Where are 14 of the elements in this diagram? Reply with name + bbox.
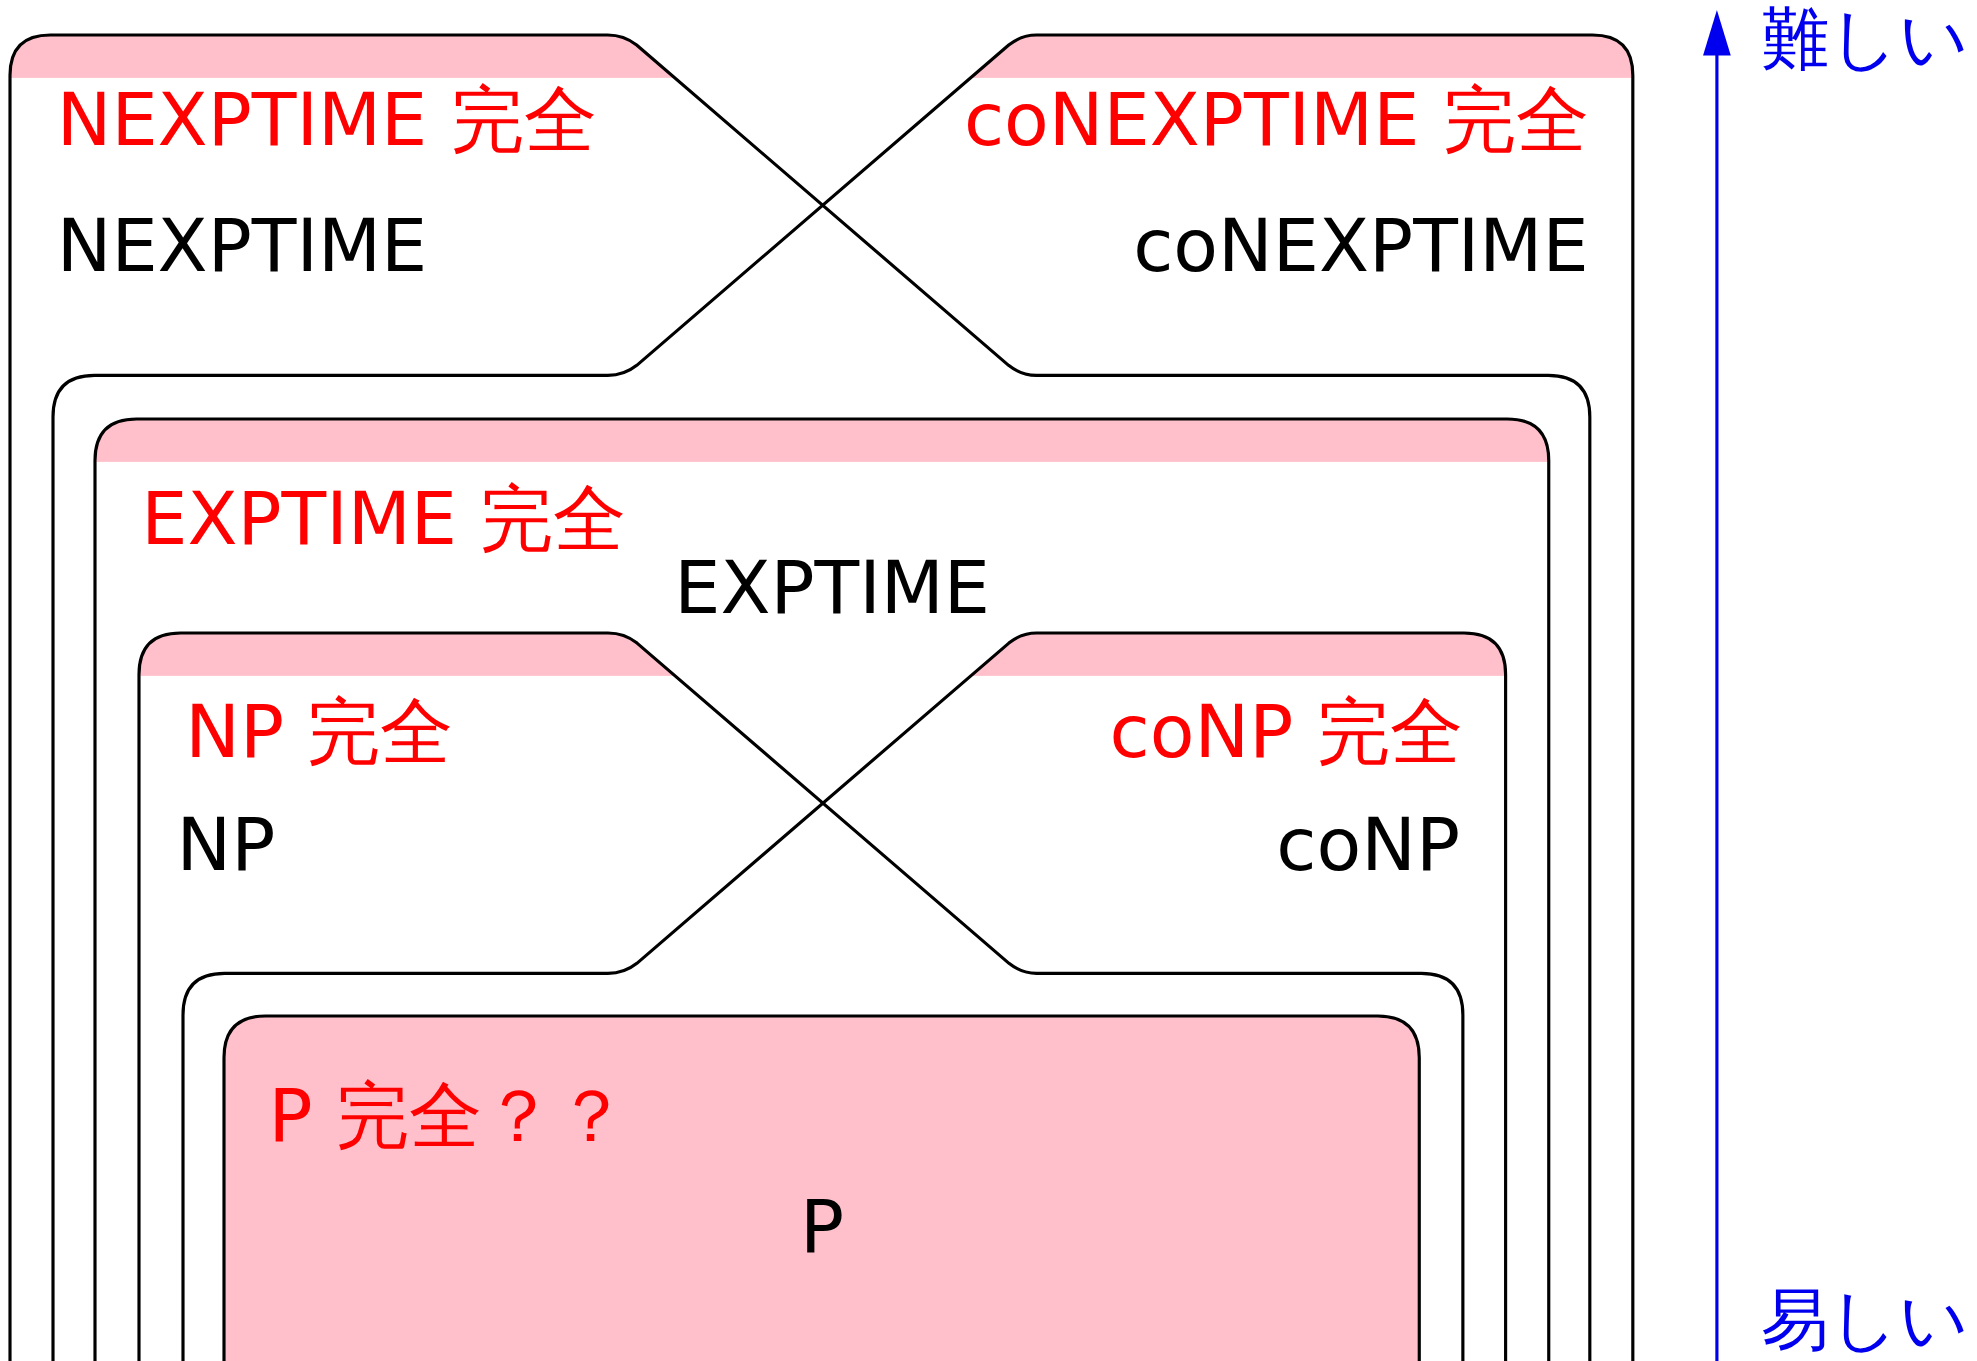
complete-class-label: coNEXPTIME 完全 — [963, 83, 1589, 157]
complete-class-label: EXPTIME 完全 — [141, 481, 627, 555]
class-label: coNP — [1276, 808, 1461, 882]
complete-class-label: NEXPTIME 完全 — [56, 83, 597, 157]
axis-label: 難しい — [1761, 5, 1970, 74]
class-label: NP — [176, 808, 276, 882]
class-label: EXPTIME — [674, 550, 991, 625]
complete-class-label: P 完全？？ — [268, 1079, 628, 1153]
complete-class-label: coNP 完全 — [1109, 694, 1463, 768]
class-label: coNEXPTIME — [1133, 209, 1589, 283]
complete-class-label: NP 完全 — [185, 694, 454, 768]
class-label: P — [800, 1190, 845, 1264]
axis-label: 易しい — [1761, 1286, 1970, 1355]
class-label: NEXPTIME — [56, 209, 428, 283]
